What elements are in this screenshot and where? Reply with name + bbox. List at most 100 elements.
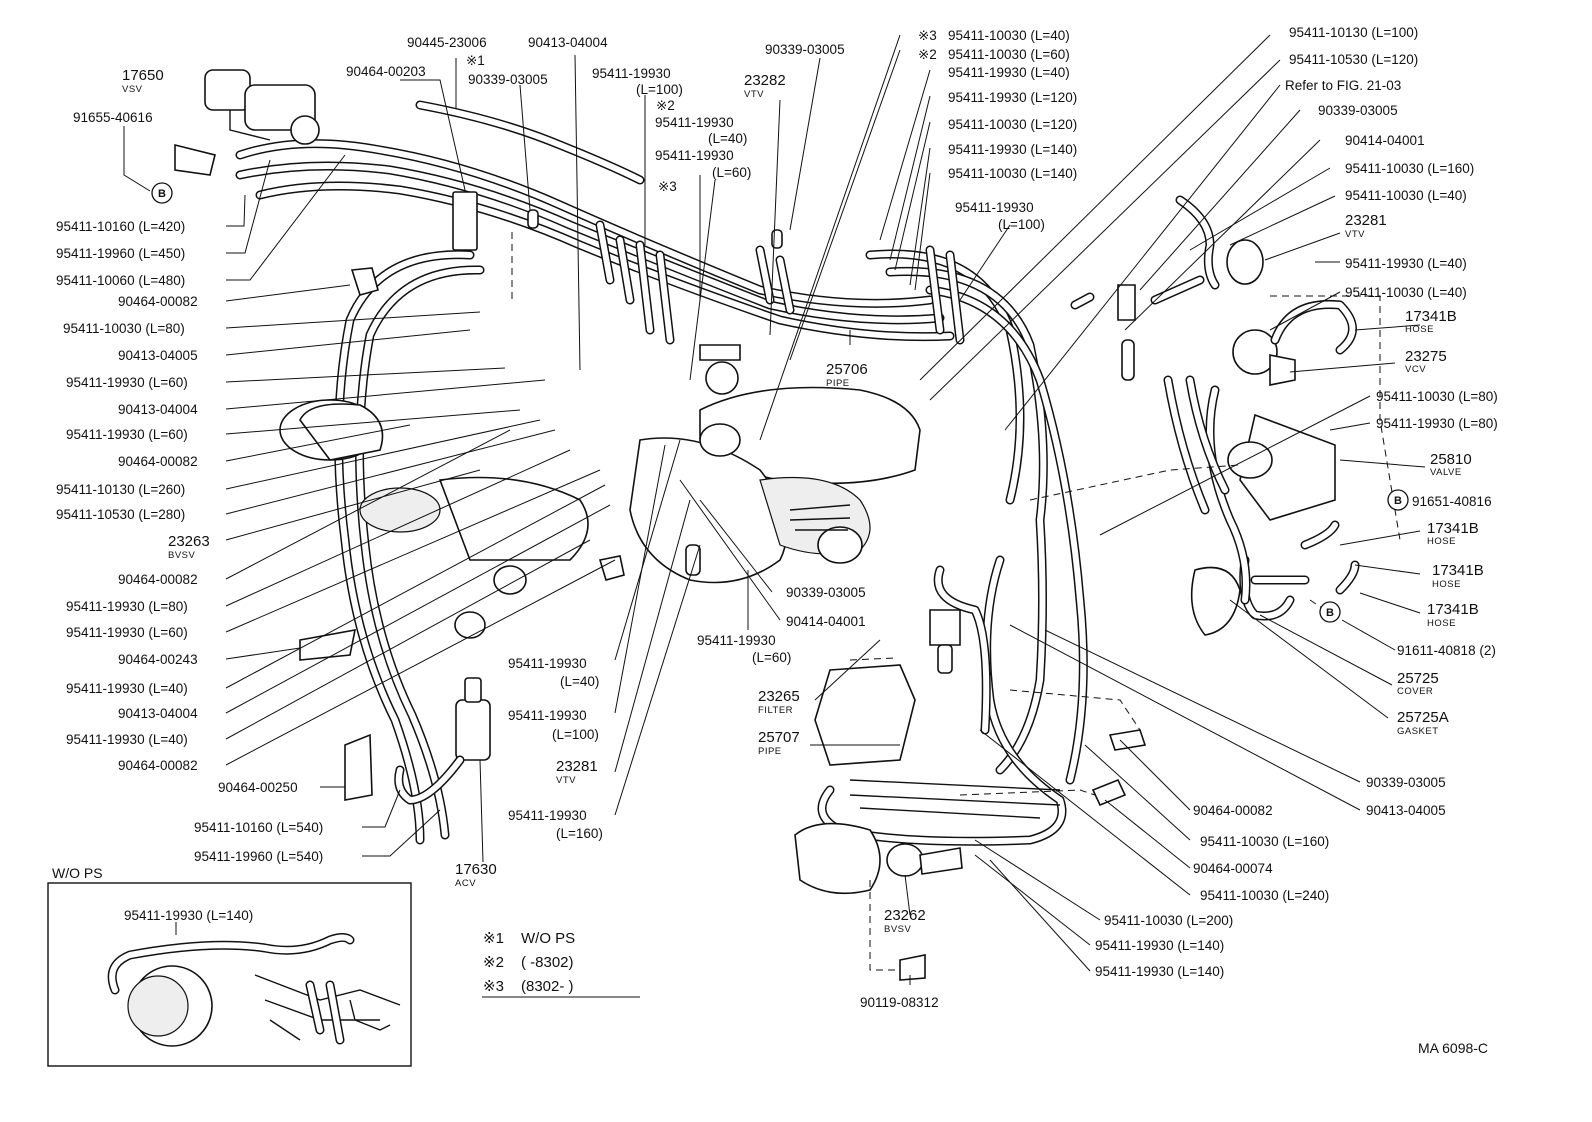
mark-3-b: ※3 bbox=[918, 28, 937, 43]
label-c5: 95411-19930 bbox=[508, 708, 587, 723]
label-pipe-25706: 25706 bbox=[826, 361, 868, 378]
label-r2: 95411-10030 (L=60) bbox=[948, 47, 1070, 62]
label-f10: 95411-10030 (L=80) bbox=[1376, 389, 1498, 404]
notes-legend: ※1 W/O PS ※2 ( -8302) ※3 (8302- ) bbox=[482, 930, 640, 998]
label-r6: 95411-19930 (L=140) bbox=[948, 142, 1077, 157]
label-f11: 95411-19930 (L=80) bbox=[1376, 416, 1498, 431]
engine-block bbox=[629, 386, 921, 584]
label-cover-25725: 25725 bbox=[1397, 670, 1439, 687]
label-lf11: 95411-10130 (L=260) bbox=[56, 482, 185, 497]
label-acv-17630-sub: ACV bbox=[455, 878, 476, 889]
label-valve-25810: 25810 bbox=[1430, 451, 1472, 468]
label-lf8: 90413-04004 bbox=[118, 402, 198, 417]
label-vsv-17650: 17650 bbox=[122, 67, 164, 84]
label-f17: 95411-10030 (L=160) bbox=[1200, 834, 1329, 849]
label-hose-4-sub: HOSE bbox=[1427, 618, 1456, 629]
label-r4: 95411-19930 (L=120) bbox=[948, 90, 1077, 105]
label-90464-00203: 90464-00203 bbox=[346, 64, 426, 79]
label-lf13: 90464-00082 bbox=[118, 572, 198, 587]
label-lf14: 95411-19930 (L=80) bbox=[66, 599, 188, 614]
label-lf3: 95411-10060 (L=480) bbox=[56, 273, 185, 288]
label-vsv-17650-sub: VSV bbox=[122, 84, 143, 95]
label-f20: 95411-10030 (L=200) bbox=[1104, 913, 1233, 928]
label-vtv-23281-b: 23281 bbox=[556, 758, 598, 775]
hose-bundle-top bbox=[235, 100, 955, 342]
label-hose-3-sub: HOSE bbox=[1432, 579, 1461, 590]
label-r5: 95411-10030 (L=120) bbox=[948, 117, 1077, 132]
mark-2-b: ※2 bbox=[918, 47, 937, 62]
label-acv-17630: 17630 bbox=[455, 861, 497, 878]
label-hose-4: 17341B bbox=[1427, 601, 1479, 618]
label-f19: 95411-10030 (L=240) bbox=[1200, 888, 1329, 903]
note-mark-3: ※3 bbox=[483, 978, 504, 995]
note-text-1: W/O PS bbox=[521, 930, 575, 947]
label-filter-23265: 23265 bbox=[758, 688, 800, 705]
label-lf6: 90413-04005 bbox=[118, 348, 198, 363]
label-95411-19930-l40-a: 95411-19930 bbox=[655, 115, 734, 130]
label-gasket-25725a-sub: GASKET bbox=[1397, 726, 1439, 737]
label-90339-03005-a: 90339-03005 bbox=[468, 72, 548, 87]
label-c3b: (L=60) bbox=[752, 650, 791, 665]
label-lf5: 95411-10030 (L=80) bbox=[63, 321, 185, 336]
label-bvsv-23262: 23262 bbox=[884, 907, 926, 924]
label-r3: 95411-19930 (L=40) bbox=[948, 65, 1070, 80]
label-lf7: 95411-19930 (L=60) bbox=[66, 375, 188, 390]
label-c3: 95411-19930 bbox=[697, 633, 776, 648]
label-lf17: 95411-19930 (L=40) bbox=[66, 681, 188, 696]
label-lf9: 95411-19930 (L=60) bbox=[66, 427, 188, 442]
bottom-center-parts bbox=[794, 609, 963, 981]
label-vcv-23275: 23275 bbox=[1405, 348, 1447, 365]
label-f14: 90339-03005 bbox=[1366, 775, 1446, 790]
label-95411-19930-l60-a: 95411-19930 bbox=[655, 148, 734, 163]
label-lf15: 95411-19930 (L=60) bbox=[66, 625, 188, 640]
label-lf19: 95411-19930 (L=40) bbox=[66, 732, 188, 747]
inset-title: W/O PS bbox=[52, 865, 103, 881]
b-marker-1: B bbox=[158, 188, 166, 200]
label-lf10: 90464-00082 bbox=[118, 454, 198, 469]
label-vtv-23282-sub: VTV bbox=[744, 89, 764, 100]
label-lf16: 90464-00243 bbox=[118, 652, 198, 667]
label-lf20: 90464-00082 bbox=[118, 758, 198, 773]
label-bvsv-23263: 23263 bbox=[168, 533, 210, 550]
vtv-23282-part bbox=[699, 344, 741, 395]
note-mark-1: ※1 bbox=[483, 930, 504, 947]
label-pipe-25706-sub: PIPE bbox=[826, 378, 850, 389]
label-f5: 90414-04001 bbox=[1345, 133, 1425, 148]
leader-lines bbox=[123, 34, 1426, 985]
label-91655-40616: 91655-40616 bbox=[73, 110, 153, 125]
label-f2: 95411-10530 (L=120) bbox=[1289, 52, 1418, 67]
label-lf12: 95411-10530 (L=280) bbox=[56, 507, 185, 522]
label-lf22: 95411-10160 (L=540) bbox=[194, 820, 323, 835]
label-lf4: 90464-00082 bbox=[118, 294, 198, 309]
label-90119-08312: 90119-08312 bbox=[860, 995, 939, 1010]
label-95411-19930-l100-a: 95411-19930 bbox=[592, 66, 671, 81]
label-vtv-23281-b-sub: VTV bbox=[556, 775, 576, 786]
label-90445-23006: 90445-23006 bbox=[407, 35, 487, 50]
label-90413-04004-a: 90413-04004 bbox=[528, 35, 608, 50]
b-marker-2: B bbox=[1394, 495, 1402, 507]
label-vtv-23281-a: 23281 bbox=[1345, 212, 1387, 229]
label-f1: 95411-10130 (L=100) bbox=[1289, 25, 1418, 40]
label-vtv-23282: 23282 bbox=[744, 72, 786, 89]
label-f22: 95411-19930 (L=140) bbox=[1095, 964, 1224, 979]
label-l60-a: (L=60) bbox=[712, 165, 751, 180]
label-f6: 95411-10030 (L=160) bbox=[1345, 161, 1474, 176]
label-c4b: (L=40) bbox=[560, 674, 599, 689]
label-f13: 91611-40818 (2) bbox=[1397, 643, 1496, 658]
label-f21: 95411-19930 (L=140) bbox=[1095, 938, 1224, 953]
label-pipe-25707-sub: PIPE bbox=[758, 746, 782, 757]
note-text-2: ( -8302) bbox=[521, 954, 574, 971]
mark-3-a: ※3 bbox=[658, 179, 677, 194]
inset-label: 95411-19930 (L=140) bbox=[124, 908, 253, 923]
label-hose-1-sub: HOSE bbox=[1405, 324, 1434, 335]
label-pipe-25707: 25707 bbox=[758, 729, 800, 746]
label-hose-3: 17341B bbox=[1432, 562, 1484, 579]
label-c6: 95411-19930 bbox=[508, 808, 587, 823]
label-f18: 90464-00074 bbox=[1193, 861, 1273, 876]
label-hose-2: 17341B bbox=[1427, 520, 1479, 537]
part-labels: 17650 VSV 91655-40616 90464-00203 90445-… bbox=[56, 25, 1498, 1010]
label-90339-03005-b: 90339-03005 bbox=[765, 42, 845, 57]
label-bvsv-23263-sub: BVSV bbox=[168, 550, 196, 561]
label-lf1: 95411-10160 (L=420) bbox=[56, 219, 185, 234]
note-text-3: (8302- ) bbox=[521, 978, 574, 995]
